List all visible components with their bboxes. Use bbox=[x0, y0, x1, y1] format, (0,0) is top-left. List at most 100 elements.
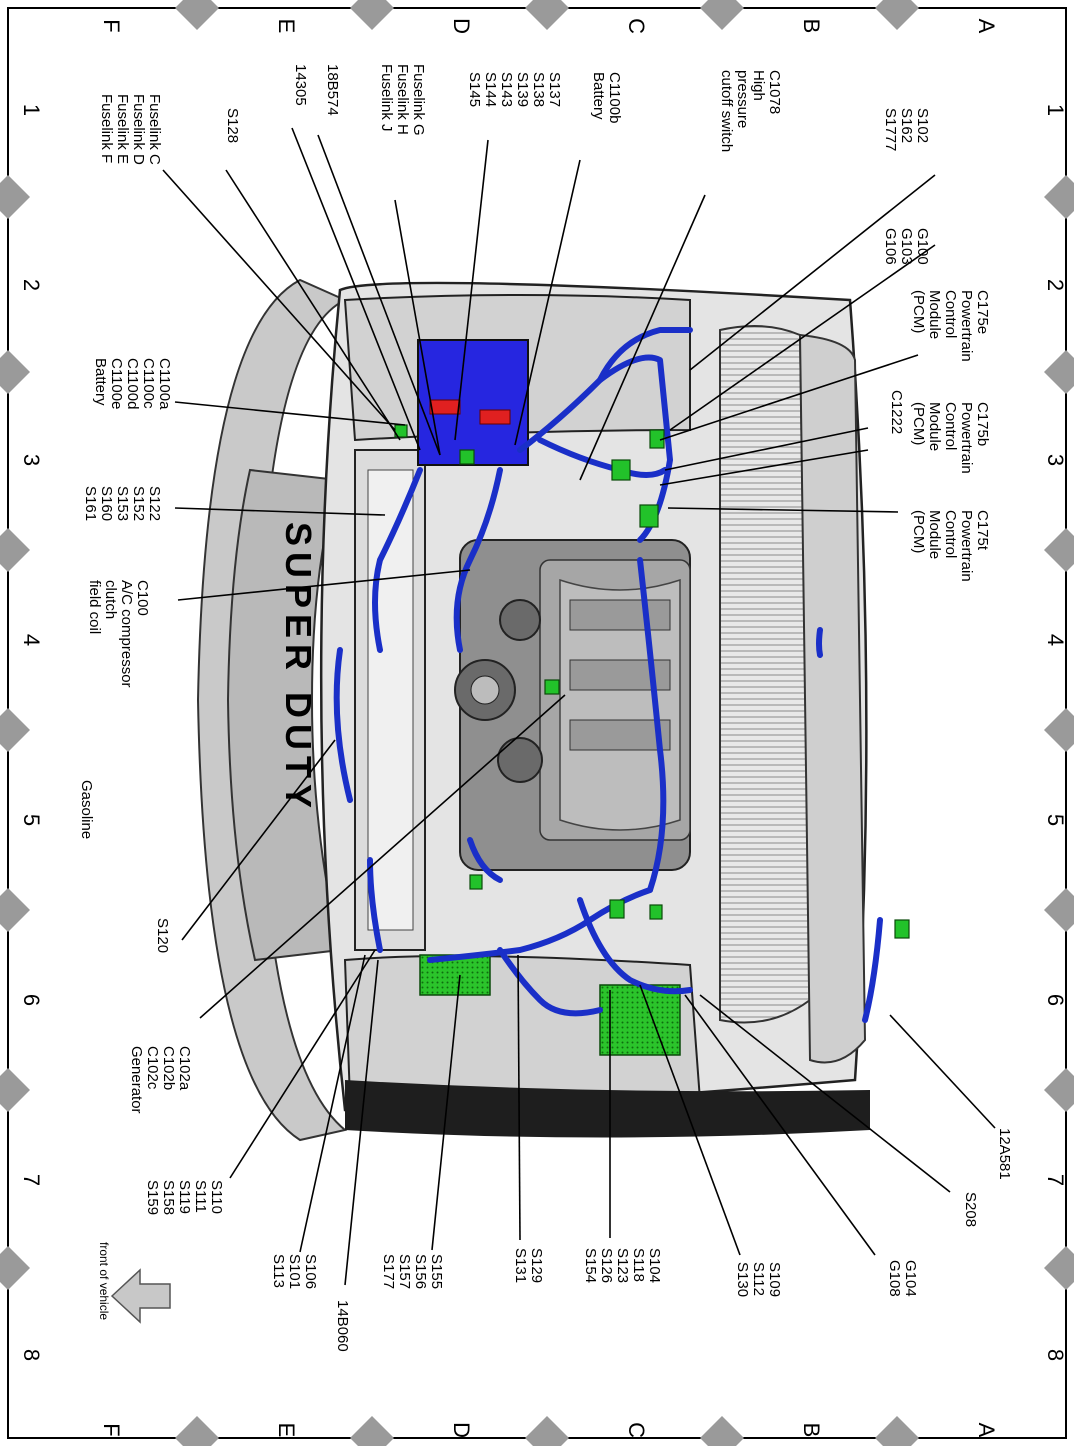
callout-line: Module bbox=[926, 402, 943, 451]
leader-line bbox=[229, 949, 376, 1179]
label-s128: S128 bbox=[224, 108, 241, 143]
leader-line bbox=[664, 427, 869, 471]
callout-line: Fuselink J bbox=[378, 64, 395, 132]
front-arrow-icon bbox=[110, 1268, 171, 1324]
callout-line: S208 bbox=[962, 1192, 979, 1227]
grid-col-label-right: 6 bbox=[1043, 994, 1068, 1006]
callout-line: S154 bbox=[582, 1248, 599, 1283]
diamond-left bbox=[0, 708, 30, 752]
callout-line: S144 bbox=[482, 72, 499, 107]
grid-row-label-bottom: E bbox=[274, 1423, 299, 1438]
callout-line: S112 bbox=[750, 1262, 767, 1296]
leader-line bbox=[177, 569, 471, 601]
callout-line: S113 bbox=[270, 1254, 287, 1288]
callout-line: S102 bbox=[914, 108, 931, 143]
callout-line: C1078 bbox=[766, 70, 783, 114]
leader-line bbox=[431, 974, 461, 1251]
grid-col-label-left: 2 bbox=[19, 279, 44, 291]
grid-col-label-right: 4 bbox=[1043, 634, 1068, 646]
leader-line bbox=[199, 694, 566, 1019]
callout-line: S161 bbox=[82, 486, 99, 521]
leader-line bbox=[659, 354, 919, 441]
leader-line bbox=[699, 994, 951, 1193]
leader-line bbox=[659, 449, 869, 486]
label-c1222: C1222 bbox=[888, 390, 905, 434]
grid-col-label-right: 2 bbox=[1043, 279, 1068, 291]
callout-line: C1100d bbox=[124, 358, 141, 409]
callout-line: S160 bbox=[98, 486, 115, 521]
grille-text: SUPER DUTY bbox=[278, 522, 319, 814]
grid-col-label-right: 3 bbox=[1043, 454, 1068, 466]
callout-line: S129 bbox=[528, 1248, 545, 1283]
callout-line: G103 bbox=[898, 228, 915, 265]
callout-line: S152 bbox=[130, 486, 147, 521]
diamond-right bbox=[1044, 528, 1074, 572]
callout-line: High bbox=[750, 70, 767, 101]
callout-line: Battery bbox=[590, 72, 607, 120]
callout-line: S153 bbox=[114, 486, 131, 521]
grid-row-label-bottom: F bbox=[99, 1423, 124, 1436]
diamond-top bbox=[875, 0, 919, 30]
callout-line: S155 bbox=[428, 1254, 445, 1289]
callout-line: Module bbox=[926, 510, 943, 559]
grid-col-label-left: 8 bbox=[19, 1349, 44, 1361]
grid-row-label-top: D bbox=[449, 18, 474, 34]
label-gasoline: Gasoline bbox=[78, 780, 95, 839]
callout-line: S157 bbox=[396, 1254, 413, 1289]
leader-line bbox=[514, 159, 581, 446]
callout-line: Fuselink H bbox=[394, 64, 411, 135]
grid-col-label-left: 3 bbox=[19, 454, 44, 466]
callout-line: Control bbox=[942, 510, 959, 558]
leader-line bbox=[889, 1014, 996, 1129]
callout-line: S118 bbox=[630, 1248, 647, 1282]
leader-line bbox=[639, 984, 741, 1256]
callout-line: S109 bbox=[766, 1262, 783, 1297]
grid-row-label-bottom: A bbox=[974, 1423, 999, 1438]
label-s102: S102S162S1777 bbox=[882, 108, 931, 151]
callout-line: C102c bbox=[144, 1046, 161, 1090]
label-c175e: C175ePowertrainControlModule(PCM) bbox=[910, 290, 991, 362]
callout-line: Control bbox=[942, 402, 959, 450]
grid-row-label-top: B bbox=[799, 19, 824, 34]
leader-line bbox=[181, 739, 336, 941]
callout-line: S131 bbox=[512, 1248, 529, 1283]
callout-line: S111 bbox=[192, 1180, 209, 1213]
callout-line: 14B060 bbox=[334, 1300, 351, 1352]
callout-line: C1100c bbox=[140, 358, 157, 409]
label-s122: S122S152S153S160S161 bbox=[82, 486, 163, 521]
callout-line: cutoff switch bbox=[718, 70, 735, 152]
label-s120: S120 bbox=[154, 918, 171, 953]
callout-line: A/C compressor bbox=[118, 580, 135, 688]
diamond-right bbox=[1044, 1068, 1074, 1112]
callout-line: pressure bbox=[734, 70, 751, 128]
callout-line: S162 bbox=[898, 108, 915, 143]
label-s104: S104S118S123S126S154 bbox=[582, 1248, 663, 1283]
callout-line: Fuselink E bbox=[114, 94, 131, 164]
pcm-module bbox=[599, 984, 681, 1056]
callout-line: Battery bbox=[92, 358, 109, 406]
callout-line: Gasoline bbox=[78, 780, 95, 839]
grid-col-label-left: 7 bbox=[19, 1174, 44, 1186]
cowl-panel bbox=[798, 333, 867, 1064]
leader-line bbox=[394, 199, 441, 456]
diamond-right bbox=[1044, 708, 1074, 752]
callout-line: S158 bbox=[160, 1180, 177, 1215]
callout-line: Fuselink G bbox=[410, 64, 427, 136]
label-c1100a: C1100aC1100cC1100dC1100eBattery bbox=[92, 358, 173, 410]
grid-col-label-right: 5 bbox=[1043, 814, 1068, 826]
callout-line: (PCM) bbox=[910, 402, 927, 445]
callout-line: S104 bbox=[646, 1248, 663, 1283]
diamond-right bbox=[1044, 350, 1074, 394]
diamond-right bbox=[1044, 1246, 1074, 1290]
leader-line bbox=[291, 127, 421, 451]
callout-line: S145 bbox=[466, 72, 483, 107]
grid-row-label-top: A bbox=[974, 19, 999, 34]
grid-col-label-right: 7 bbox=[1043, 1174, 1068, 1186]
label-c1100b: C1100bBattery bbox=[590, 72, 623, 123]
callout-line: Fuselink C bbox=[146, 94, 163, 165]
label-c1078: C1078Highpressurecutoff switch bbox=[718, 70, 783, 152]
diamond-left bbox=[0, 1246, 30, 1290]
callout-line: S110 bbox=[208, 1180, 225, 1214]
callout-line: C102a bbox=[176, 1046, 193, 1091]
